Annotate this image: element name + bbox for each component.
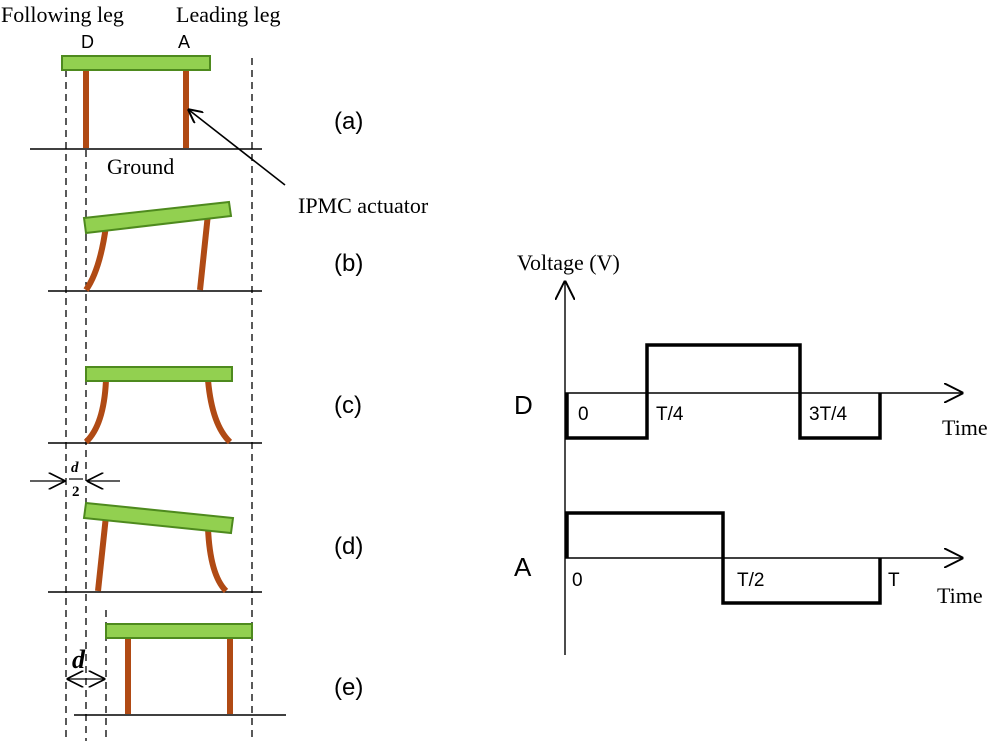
leg-following xyxy=(95,515,109,592)
y-axis-label: Voltage (V) xyxy=(517,250,620,275)
half-d-numerator: d xyxy=(71,460,79,476)
actuator-pointer-arrow xyxy=(189,110,286,186)
d-label: d xyxy=(72,645,86,674)
leg-following xyxy=(83,225,109,292)
tick-d-0: 0 xyxy=(578,404,589,425)
robot-body xyxy=(105,623,253,639)
tick-a-half: T/2 xyxy=(737,570,764,591)
stage-e: d xyxy=(68,623,286,716)
stage-c xyxy=(48,366,262,445)
tick-a-full: T xyxy=(888,570,900,591)
panel-label-d: (d) xyxy=(334,533,363,560)
leg-d-letter: D xyxy=(81,32,94,52)
leg-a-letter: A xyxy=(178,32,190,52)
half-d-denominator: 2 xyxy=(72,484,80,500)
signal-d-waveform xyxy=(565,343,882,440)
panel-label-e: (e) xyxy=(334,674,363,701)
leg-leading xyxy=(205,527,229,594)
leading-leg-label: Leading leg xyxy=(176,2,280,27)
leg-leading xyxy=(205,379,233,445)
robot-body xyxy=(85,366,233,382)
signal-a-waveform xyxy=(565,511,882,605)
stage-a: Ground xyxy=(30,55,262,179)
stage-d: d 2 xyxy=(30,460,262,594)
tick-d-three-quarter: 3T/4 xyxy=(809,404,847,425)
signal-a-label: A xyxy=(514,552,532,582)
robot-body xyxy=(82,501,235,535)
following-leg-label: Following leg xyxy=(1,2,124,27)
time-label-d: Time xyxy=(942,415,988,440)
panel-label-b: (b) xyxy=(334,250,363,277)
voltage-graph: Voltage (V) D 0 T/4 3T/4 Time A 0 T/2 T … xyxy=(514,250,988,655)
signal-d-label: D xyxy=(514,390,533,420)
robot-body xyxy=(82,200,233,235)
panel-label-c: (c) xyxy=(334,392,362,419)
tick-a-0: 0 xyxy=(572,570,583,591)
panel-label-a: (a) xyxy=(334,108,363,135)
leg-following xyxy=(83,379,109,445)
leg-leading xyxy=(197,213,211,291)
tick-d-quarter: T/4 xyxy=(656,404,684,425)
time-label-a: Time xyxy=(937,583,983,608)
ground-label: Ground xyxy=(107,154,174,179)
stage-b xyxy=(48,200,262,292)
actuator-label: IPMC actuator xyxy=(298,193,429,218)
robot-body xyxy=(61,55,211,71)
